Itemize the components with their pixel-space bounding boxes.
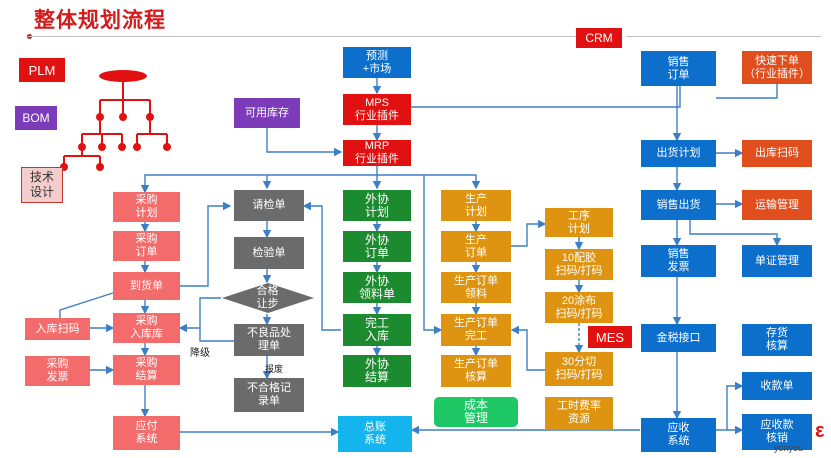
line-dhd-rksm [59, 292, 114, 318]
purchase-order-box[interactable]: 采购 订单 [113, 231, 180, 261]
inventory-accounting-box[interactable]: 存货 核算 [742, 324, 812, 356]
general-ledger-box[interactable]: 总账 系统 [338, 416, 412, 452]
available-stock-box[interactable]: 可用库存 [234, 98, 300, 128]
scrap-label: 报废 [265, 364, 284, 374]
ar-system-box[interactable]: 应收 系统 [641, 418, 716, 452]
outsource-plan-box[interactable]: 外协 计划 [343, 190, 411, 221]
line-mrp-sc [377, 174, 481, 190]
coating-scan-box[interactable]: 20涂布 扫码/打码 [545, 292, 613, 323]
title-divider [28, 36, 588, 37]
outsource-settle-box[interactable]: 外协 结算 [343, 355, 411, 387]
plm-box[interactable]: PLM [19, 58, 65, 82]
line-kyck-mrp [266, 128, 343, 157]
ar-writeoff-box[interactable]: 应收款 核销 [742, 414, 812, 450]
production-plan-box[interactable]: 生产 计划 [441, 190, 511, 221]
production-complete-box[interactable]: 生产订单 完工 [441, 314, 511, 346]
cost-mgmt-box[interactable]: 成本 管理 [434, 397, 518, 427]
outsource-material-box[interactable]: 外协 领料单 [343, 272, 411, 303]
slitting-scan-box[interactable]: 30分切 扫码/打码 [545, 352, 613, 386]
ship-plan-box[interactable]: 出货计划 [641, 140, 716, 167]
bom-box[interactable]: BOM [15, 106, 57, 130]
process-plan-box[interactable]: 工序 计划 [545, 208, 613, 237]
mps-box[interactable]: MPS 行业插件 [343, 94, 411, 125]
purchase-inbound-box[interactable]: 采购 入库库 [113, 313, 180, 343]
title-divider-right [626, 36, 821, 37]
line-mrp-wg [423, 175, 443, 335]
production-order-box[interactable]: 生产 订单 [441, 231, 511, 262]
purchase-plan-box[interactable]: 采购 计划 [113, 192, 180, 222]
inspection-request-box[interactable]: 请检单 [234, 190, 304, 221]
line-dhd-qjd [180, 201, 232, 287]
purchase-settle-box[interactable]: 采购 结算 [113, 355, 180, 385]
sales-invoice-box[interactable]: 销售 发票 [641, 245, 716, 277]
line-skd [726, 381, 744, 430]
document-mgmt-box[interactable]: 单证管理 [742, 245, 812, 277]
receipt-box[interactable]: 收款单 [742, 372, 812, 400]
forecast-box[interactable]: 预测 +市场 [343, 47, 411, 78]
crm-box[interactable]: CRM [576, 28, 622, 48]
production-costing-box[interactable]: 生产订单 核算 [441, 355, 511, 387]
sales-ship-box[interactable]: 销售出货 [641, 190, 716, 220]
mrp-box[interactable]: MRP 行业插件 [343, 140, 411, 166]
outbound-scan-box[interactable]: 出库扫码 [742, 140, 812, 167]
tax-interface-box[interactable]: 金税接口 [641, 324, 716, 352]
inspection-box[interactable]: 检验单 [234, 237, 304, 269]
qualified-decision-diamond[interactable] [221, 282, 315, 314]
bom-tree-icon [60, 70, 171, 171]
mes-box[interactable]: MES [588, 326, 632, 348]
purchase-invoice-box[interactable]: 采购 发票 [25, 356, 90, 386]
outsource-order-box[interactable]: 外协 订单 [343, 231, 411, 262]
arrival-box[interactable]: 到货单 [113, 272, 180, 300]
production-material-box[interactable]: 生产订单 领料 [441, 272, 511, 303]
inbound-scan-box[interactable]: 入库扫码 [25, 318, 90, 340]
defect-handling-box[interactable]: 不良品处 理单 [234, 324, 304, 356]
line-mps-xsdd [411, 86, 681, 108]
line-ksxd [716, 84, 778, 99]
line-mrp-cg [140, 166, 378, 194]
qualified-decision-label: 合格 让步 [256, 285, 279, 310]
line-scdd-gx [511, 219, 547, 247]
sales-order-box[interactable]: 销售 订单 [641, 51, 716, 86]
transport-box[interactable]: 运输管理 [742, 190, 812, 220]
ap-system-box[interactable]: 应付 系统 [113, 416, 180, 450]
labor-rate-box[interactable]: 工时费率 资源 [545, 397, 613, 429]
completion-inbound-box[interactable]: 完工 入库 [343, 314, 411, 346]
nonconformity-record-box[interactable]: 不合格记 录单 [234, 378, 304, 412]
tech-design-box[interactable]: 技术 设计 [21, 167, 63, 203]
line-hgrb-rk [199, 297, 221, 328]
downgrade-label: 降级 [190, 348, 210, 359]
brand-mark-icon: ε [815, 420, 825, 442]
page-title: 整体规划流程 [34, 9, 166, 32]
mixing-scan-box[interactable]: 10配胶 扫码/打码 [545, 249, 613, 280]
line-xsch-dzgl [689, 220, 782, 247]
line-wgrk-qjd [302, 201, 341, 331]
quick-order-box[interactable]: 快速下单 （行业插件） [742, 51, 812, 84]
line-blp-cgrk [178, 323, 234, 342]
line-fq-wg [510, 325, 545, 371]
brand-logo-text: yonyou [774, 443, 804, 453]
